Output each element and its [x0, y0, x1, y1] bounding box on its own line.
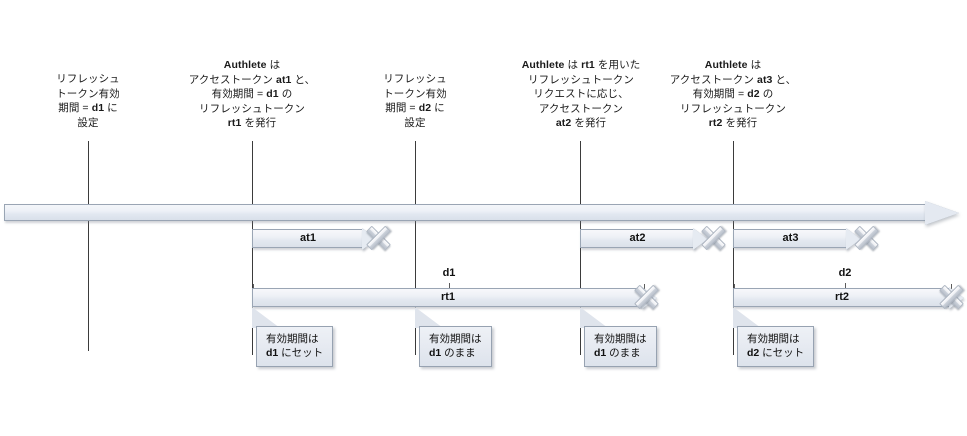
bar-rt1: rt1 [252, 286, 657, 309]
note-refresh-token-duration-d1: リフレッシュトークン有効期間 = d1 に設定 [56, 73, 120, 129]
dimension-d1-tick [449, 283, 450, 289]
bar-at1: at1 [252, 227, 377, 250]
main-timeline-arrow [4, 201, 963, 225]
note-issue-at3-rt2: Authlete はアクセストークン at3 と、有効期間 = d2 のリフレッ… [669, 59, 797, 129]
bar-at2-label: at2 [629, 232, 646, 244]
bar-at3: at3 [733, 227, 861, 250]
dimension-d1-cap-left [253, 284, 254, 291]
callout-set-d2-tail [733, 307, 761, 328]
note-issue-at1-rt1: Authlete はアクセストークン at1 と、有効期間 = d1 のリフレッ… [188, 59, 316, 129]
guide-line-5 [733, 141, 734, 355]
timeline-arrowhead [925, 201, 959, 225]
note-refresh-token-duration-d2: リフレッシュトークン有効期間 = d2 に設定 [383, 73, 447, 129]
dimension-d2-cap-left [734, 284, 735, 291]
expiry-cross-rt2 [938, 284, 964, 310]
note-refresh-request-at2: Authlete は rt1 を用いたリフレッシュトークンリクエストに応じ、アク… [521, 59, 641, 129]
guide-line-3 [415, 141, 416, 355]
dimension-d1-label: d1 [442, 267, 456, 279]
bar-rt2: rt2 [733, 286, 964, 309]
guide-line-1 [88, 141, 89, 351]
guide-line-2 [252, 141, 253, 355]
callout-keep-d1-a-tail [415, 307, 443, 328]
bar-at1-label: at1 [300, 232, 316, 244]
expiry-cross-at3 [853, 225, 879, 251]
bar-at3-label: at3 [782, 232, 799, 244]
dimension-d2-tick [845, 283, 846, 289]
bar-at2: at2 [580, 227, 708, 250]
expiry-cross-at1 [365, 225, 391, 251]
bar-rt1-label: rt1 [440, 291, 456, 303]
guide-line-4 [580, 141, 581, 355]
dimension-d2-label: d2 [838, 267, 852, 279]
callout-keep-d1-b-tail [580, 307, 608, 328]
bar-rt2-label: rt2 [834, 291, 850, 303]
timeline-bar [4, 204, 929, 221]
callout-set-d1-tail [252, 307, 280, 328]
expiry-cross-at2 [700, 225, 726, 251]
expiry-cross-rt1 [633, 284, 659, 310]
